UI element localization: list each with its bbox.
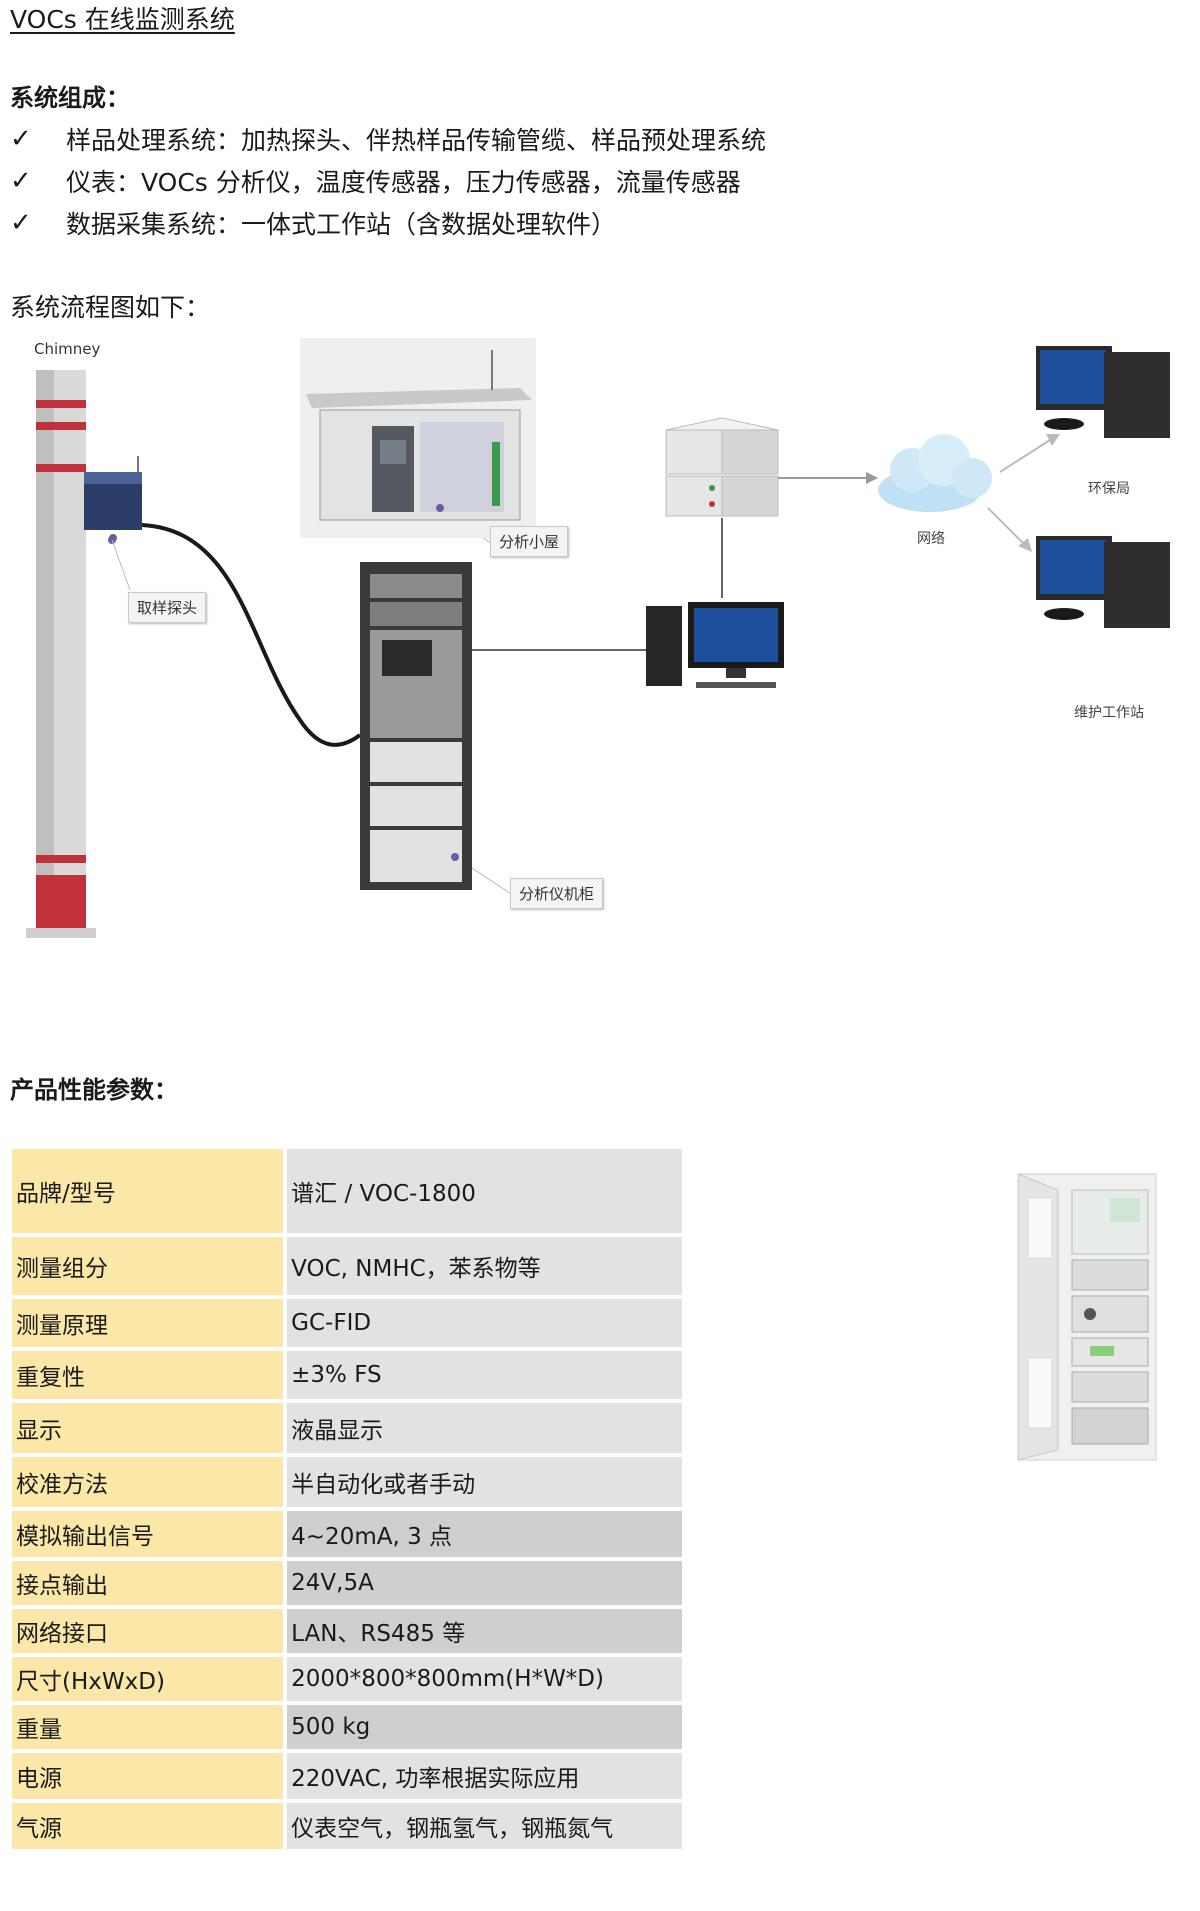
check-icon: ✓ (10, 166, 32, 196)
maintenance-label: 维护工作站 (1074, 705, 1144, 721)
diagram-canvas (26, 338, 1170, 938)
check-icon: ✓ (10, 208, 32, 238)
spec-key: 气源 (12, 1803, 288, 1849)
spec-key: 模拟输出信号 (12, 1511, 288, 1557)
computer-icon (1036, 346, 1170, 438)
cabinet-callout: 分析仪机柜 (510, 878, 604, 909)
heated-sample-line (141, 523, 362, 747)
composition-list: ✓ 样品处理系统：加热探头、伴热样品传输管缆、样品预处理系统 ✓ 仪表：VOCs… (10, 118, 766, 244)
list-item-text: 样品处理系统：加热探头、伴热样品传输管缆、样品预处理系统 (66, 126, 767, 155)
workstation-icon (646, 602, 784, 688)
list-item: ✓ 仪表：VOCs 分析仪，温度传感器，压力传感器，流量传感器 (10, 160, 766, 202)
spec-key: 品牌/型号 (12, 1149, 288, 1233)
computer-icon (1036, 536, 1170, 628)
analysis-shelter-icon (300, 338, 536, 538)
flow-heading: 系统流程图如下： (10, 293, 211, 322)
spec-key: 测量原理 (12, 1299, 288, 1347)
list-item-text: 数据采集系统：一体式工作站（含数据处理软件） (66, 210, 617, 239)
spec-key: 校准方法 (12, 1457, 288, 1507)
spec-value: LAN、RS485 等 (287, 1609, 682, 1653)
spec-value: 仪表空气，钢瓶氢气，钢瓶氮气 (287, 1803, 682, 1849)
chimney-label: Chimney (34, 340, 101, 358)
spec-value: 500 kg (287, 1705, 682, 1749)
shelter-callout: 分析小屋 (490, 526, 569, 557)
table-row: 测量原理 GC-FID (12, 1299, 682, 1347)
spec-value: 4~20mA, 3 点 (287, 1511, 682, 1557)
table-row: 校准方法 半自动化或者手动 (12, 1457, 682, 1507)
table-row: 网络接口 LAN、RS485 等 (12, 1609, 682, 1653)
spec-table: 品牌/型号 谱汇 / VOC-1800 测量组分 VOC, NMHC，苯系物等 … (12, 1145, 682, 1853)
spec-key: 显示 (12, 1403, 288, 1453)
spec-key: 重量 (12, 1705, 288, 1749)
spec-value: 液晶显示 (287, 1403, 682, 1453)
spec-key: 尺寸(HxWxD) (12, 1657, 288, 1701)
spec-key: 接点输出 (12, 1561, 288, 1605)
analyzer-cabinet-photo (1017, 1173, 1157, 1461)
table-row: 品牌/型号 谱汇 / VOC-1800 (12, 1149, 682, 1233)
spec-value: 24V,5A (287, 1561, 682, 1605)
epa-label: 环保局 (1088, 481, 1130, 497)
composition-heading: 系统组成： (10, 84, 130, 112)
spec-value: GC-FID (287, 1299, 682, 1347)
table-row: 接点输出 24V,5A (12, 1561, 682, 1605)
table-row: 重复性 ±3% FS (12, 1351, 682, 1399)
specs-heading: 产品性能参数： (10, 1076, 178, 1104)
check-icon: ✓ (10, 124, 32, 154)
table-row: 模拟输出信号 4~20mA, 3 点 (12, 1511, 682, 1557)
list-item: ✓ 数据采集系统：一体式工作站（含数据处理软件） (10, 202, 766, 244)
list-item: ✓ 样品处理系统：加热探头、伴热样品传输管缆、样品预处理系统 (10, 118, 766, 160)
table-row: 电源 220VAC, 功率根据实际应用 (12, 1753, 682, 1799)
server-icon (665, 417, 779, 517)
spec-key: 测量组分 (12, 1237, 288, 1295)
sampling-probe-icon (84, 456, 142, 544)
spec-key: 电源 (12, 1753, 288, 1799)
analyzer-cabinet-icon (360, 562, 472, 890)
table-row: 尺寸(HxWxD) 2000*800*800mm(H*W*D) (12, 1657, 682, 1701)
network-label: 网络 (917, 531, 945, 547)
spec-value: 2000*800*800mm(H*W*D) (287, 1657, 682, 1701)
cloud-icon (878, 434, 992, 512)
table-row: 气源 仪表空气，钢瓶氢气，钢瓶氮气 (12, 1803, 682, 1849)
spec-value: ±3% FS (287, 1351, 682, 1399)
spec-value: VOC, NMHC，苯系物等 (287, 1237, 682, 1295)
system-flow-diagram: Chimney 取样探头 分析小屋 分析仪机柜 网络 环保局 维护工作站 (0, 330, 1200, 970)
spec-key: 网络接口 (12, 1609, 288, 1653)
spec-value: 谱汇 / VOC-1800 (287, 1149, 682, 1233)
probe-callout: 取样探头 (128, 592, 207, 623)
chimney-icon (26, 370, 96, 938)
page-title: VOCs 在线监测系统 (10, 5, 235, 34)
spec-key: 重复性 (12, 1351, 288, 1399)
table-row: 测量组分 VOC, NMHC，苯系物等 (12, 1237, 682, 1295)
spec-value: 半自动化或者手动 (287, 1457, 682, 1507)
table-row: 显示 液晶显示 (12, 1403, 682, 1453)
table-row: 重量 500 kg (12, 1705, 682, 1749)
list-item-text: 仪表：VOCs 分析仪，温度传感器，压力传感器，流量传感器 (66, 168, 741, 197)
spec-value: 220VAC, 功率根据实际应用 (287, 1753, 682, 1799)
